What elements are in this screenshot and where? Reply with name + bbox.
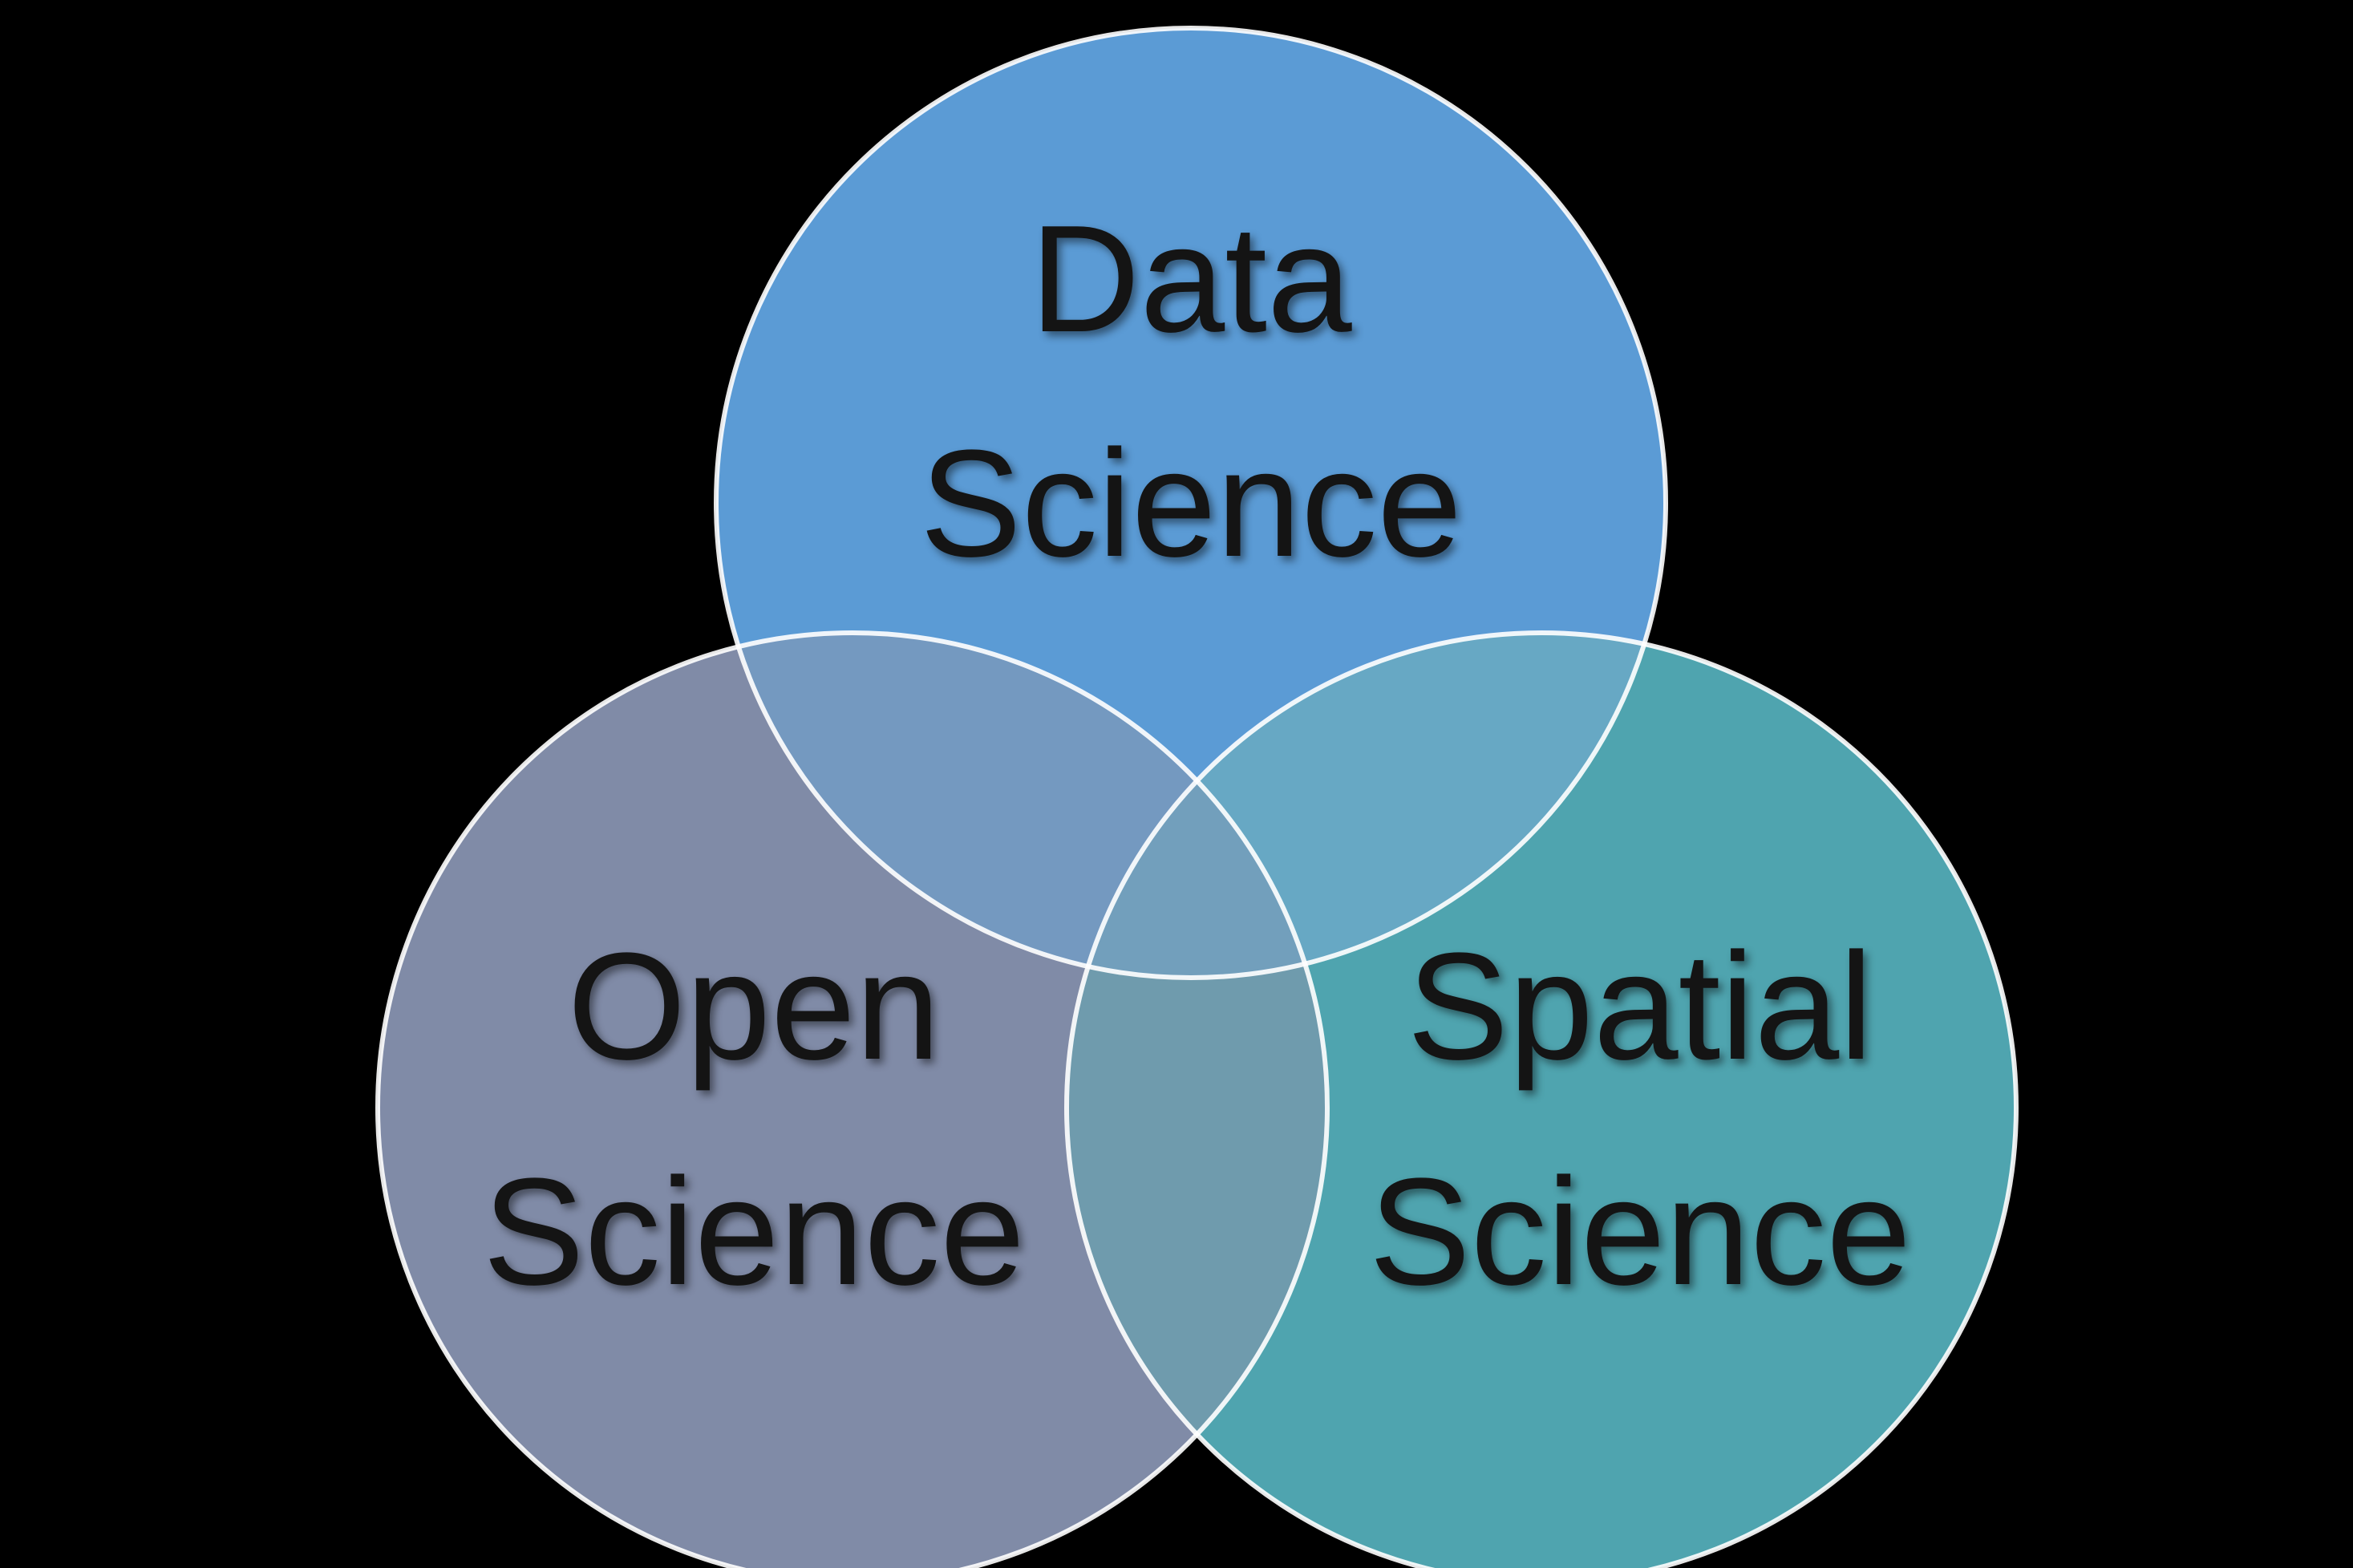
spatial-science-label-line2: Science [1369,1147,1911,1317]
open-science-circle-outline [375,630,1330,1568]
spatial-science-label-line1: Spatial [1407,922,1873,1092]
data-science-circle-outline [714,26,1668,980]
open-science-label-line1: Open [568,922,941,1092]
data-science-label-line1: Data [1030,194,1352,364]
open-science-label-line2: Science [483,1147,1025,1317]
data-open-overlap [716,633,1327,978]
spatial-science-circle-outline [1064,630,2019,1568]
data-spatial-overlap [1067,633,1666,978]
data-science-label-line2: Science [920,419,1462,589]
